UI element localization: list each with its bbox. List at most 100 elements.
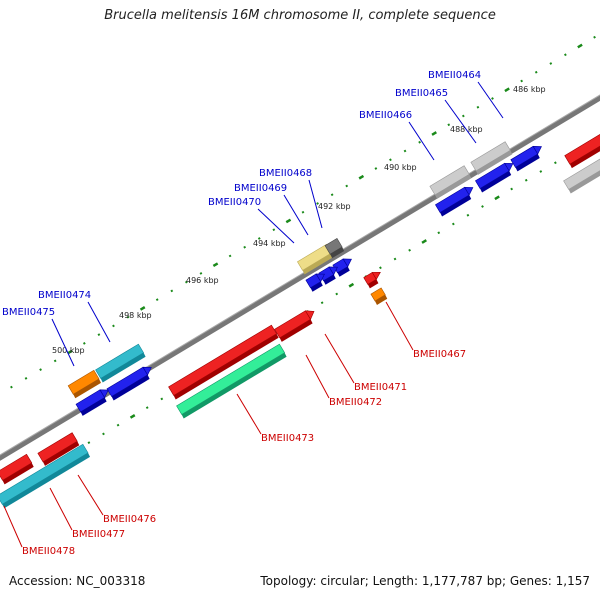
gene-red-0477	[0, 453, 34, 485]
scale-tick	[160, 397, 164, 401]
gene-grey-0468-side	[330, 246, 345, 259]
scale-tick	[476, 105, 480, 109]
map-title: Brucella melitensis 16M chromosome II, c…	[104, 8, 496, 23]
gene-grey-0468	[324, 237, 345, 259]
scale-tick	[145, 406, 149, 410]
scale-tick	[348, 282, 355, 288]
gene-leader-line	[236, 393, 262, 435]
gene-grey-right	[563, 158, 600, 194]
gene-leader-line	[385, 301, 414, 351]
gene-red-0467-side	[367, 279, 379, 289]
scale-tick	[272, 228, 276, 232]
scale-label: 498 kbp	[119, 311, 152, 320]
scale-tick	[418, 140, 421, 144]
gene-grey-0465	[470, 141, 513, 175]
gene-grey-0466-side	[434, 174, 472, 199]
gene-grey-0466	[429, 165, 472, 199]
gene-label: BMEII0467	[413, 349, 466, 360]
scale-label: 496 kbp	[186, 276, 219, 285]
gene-red-top-right	[564, 134, 600, 169]
scale-tick	[87, 441, 91, 445]
scale-tick	[116, 423, 120, 427]
gene-blue-0470	[305, 273, 325, 292]
gene-blue-0475-arrowhead	[99, 389, 109, 399]
scale-tick	[554, 161, 557, 165]
scale-tick	[316, 202, 319, 205]
gene-red-0471-arrowhead	[304, 310, 315, 320]
scale-tick	[285, 218, 292, 224]
gene-leader-line	[477, 81, 504, 119]
scale-tick	[257, 237, 261, 240]
gene-label: BMEII0478	[22, 546, 75, 557]
gene-red-top-right-face	[564, 134, 600, 165]
scale-tick	[155, 298, 159, 302]
scale-tick	[593, 35, 596, 39]
scale-tick	[510, 187, 514, 191]
gene-leader-line	[308, 179, 323, 229]
gene-leader-line	[305, 354, 330, 399]
gene-cyan-0474	[95, 343, 146, 383]
gene-orange-0467-side	[374, 294, 388, 305]
gene-blue-0474	[106, 366, 152, 401]
gene-leader-line	[87, 301, 111, 343]
gene-label: BMEII0475	[2, 307, 55, 318]
gene-red-0471-side	[279, 319, 313, 342]
scale-tick	[539, 170, 543, 173]
backbone-line	[0, 95, 600, 461]
gene-blue-0465	[475, 162, 514, 193]
scale-tick	[431, 131, 437, 136]
gene-leader-line	[283, 194, 309, 236]
gene-label: BMEII0471	[354, 382, 407, 393]
scale-tick	[170, 289, 174, 293]
gene-leader-line	[408, 121, 435, 161]
scale-tick	[39, 368, 42, 372]
scale-tick	[564, 53, 567, 57]
gene-label: BMEII0469	[234, 183, 287, 194]
scale-tick	[10, 385, 13, 389]
scale-tick	[577, 43, 583, 49]
scale-tick	[451, 222, 455, 226]
scale-tick	[549, 62, 553, 65]
gene-label: BMEII0477	[72, 529, 125, 540]
gene-red-0477-side	[2, 462, 34, 485]
gene-blue-0464-side	[515, 154, 540, 172]
gene-orange-0475	[67, 369, 102, 399]
gene-label: BMEII0468	[259, 168, 312, 179]
scale-tick	[97, 333, 101, 337]
gene-yellow-0469-side	[302, 252, 334, 275]
gene-label: BMEII0473	[261, 433, 314, 444]
scale-tick	[199, 272, 203, 275]
gene-red-0472	[168, 324, 279, 400]
scale-tick	[481, 205, 484, 208]
gene-red-0467-arrowhead	[371, 271, 381, 280]
scale-tick	[184, 280, 188, 284]
scale-tick	[524, 178, 528, 182]
scale-tick	[102, 432, 105, 436]
accession-text: Accession: NC_003318	[9, 574, 146, 588]
scale-tick	[212, 262, 219, 268]
gene-grey-right-face	[563, 158, 600, 190]
gene-blue-0468-side	[337, 266, 350, 277]
gene-blue-0468-arrowhead	[342, 258, 352, 268]
scale-tick	[24, 377, 28, 380]
gene-blue-0465-side	[480, 170, 512, 193]
gene-blue-0466-side	[440, 194, 472, 217]
gene-leader-line	[444, 99, 477, 144]
gene-leader-line	[51, 318, 75, 367]
scale-label: 490 kbp	[384, 163, 417, 172]
scale-tick	[408, 248, 411, 252]
gene-leader-line	[324, 333, 355, 384]
scale-tick	[139, 306, 146, 311]
gene-blue-0464-arrowhead	[532, 145, 542, 155]
scale-tick	[393, 257, 397, 261]
gene-blue-0470-arrowhead	[315, 273, 325, 283]
gene-blue-0464	[510, 145, 542, 172]
gene-blue-0470-side	[310, 281, 323, 292]
gene-red-0476	[37, 432, 80, 466]
gene-orange-0475-side	[73, 378, 102, 399]
gene-red-top-right-side	[569, 146, 600, 169]
scale-tick	[374, 167, 378, 170]
scale-tick	[379, 266, 382, 270]
scale-tick	[228, 254, 232, 258]
scale-tick	[494, 195, 500, 201]
